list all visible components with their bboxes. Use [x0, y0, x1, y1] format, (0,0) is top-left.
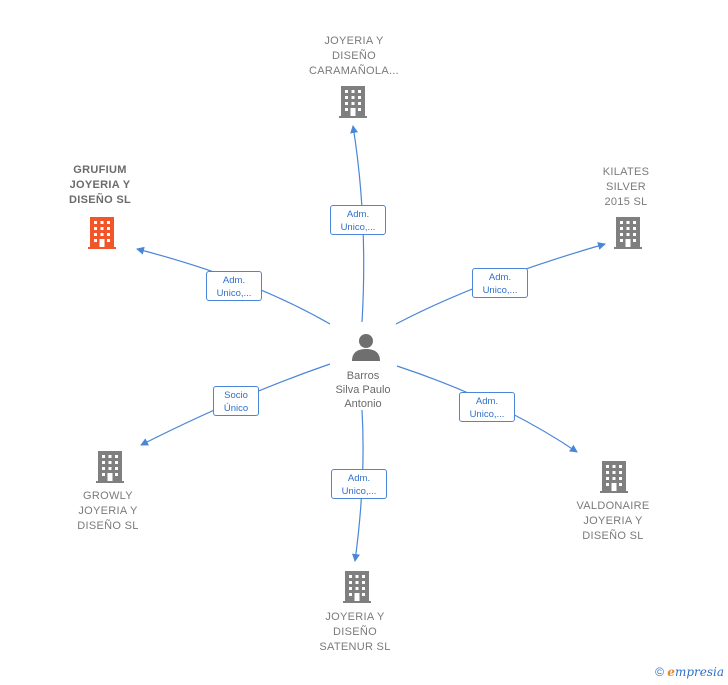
building-icon [614, 217, 642, 249]
company-label-caramanola[interactable]: JOYERIA Y DISEÑO CARAMAÑOLA... [308, 35, 400, 77]
company-label-kilates[interactable]: KILATES SILVER 2015 SL [602, 166, 650, 208]
building-icon [339, 86, 367, 118]
relation-label-caramanola: Adm. Unico,... [330, 205, 386, 235]
relation-label-growly: Socio Único [213, 386, 259, 416]
building-icon [96, 451, 124, 483]
relation-label-valdonaire: Adm. Unico,... [459, 392, 515, 422]
company-label-grufium[interactable]: GRUFIUM JOYERIA Y DISEÑO SL [69, 164, 131, 206]
brand-footer: © empresia [655, 665, 724, 679]
person-label[interactable]: Barros Silva Paulo Antonio [335, 370, 391, 410]
company-label-valdonaire[interactable]: VALDONAIRE JOYERIA Y DISEÑO SL [576, 500, 650, 542]
company-label-growly[interactable]: GROWLY JOYERIA Y DISEÑO SL [77, 490, 139, 532]
relation-label-grufium: Adm. Unico,... [206, 271, 262, 301]
company-label-satenur[interactable]: JOYERIA Y DISEÑO SATENUR SL [319, 611, 391, 653]
brand-logo-text: mpresia [674, 665, 724, 679]
relation-label-kilates: Adm. Unico,... [472, 268, 528, 298]
copyright-icon: © [655, 665, 664, 679]
person-icon [352, 334, 380, 361]
building-icon [600, 461, 628, 493]
building-icon [343, 571, 371, 603]
building-icon [88, 217, 116, 249]
relation-label-satenur: Adm. Unico,... [331, 469, 387, 499]
brand-logo-e: e [667, 665, 675, 679]
